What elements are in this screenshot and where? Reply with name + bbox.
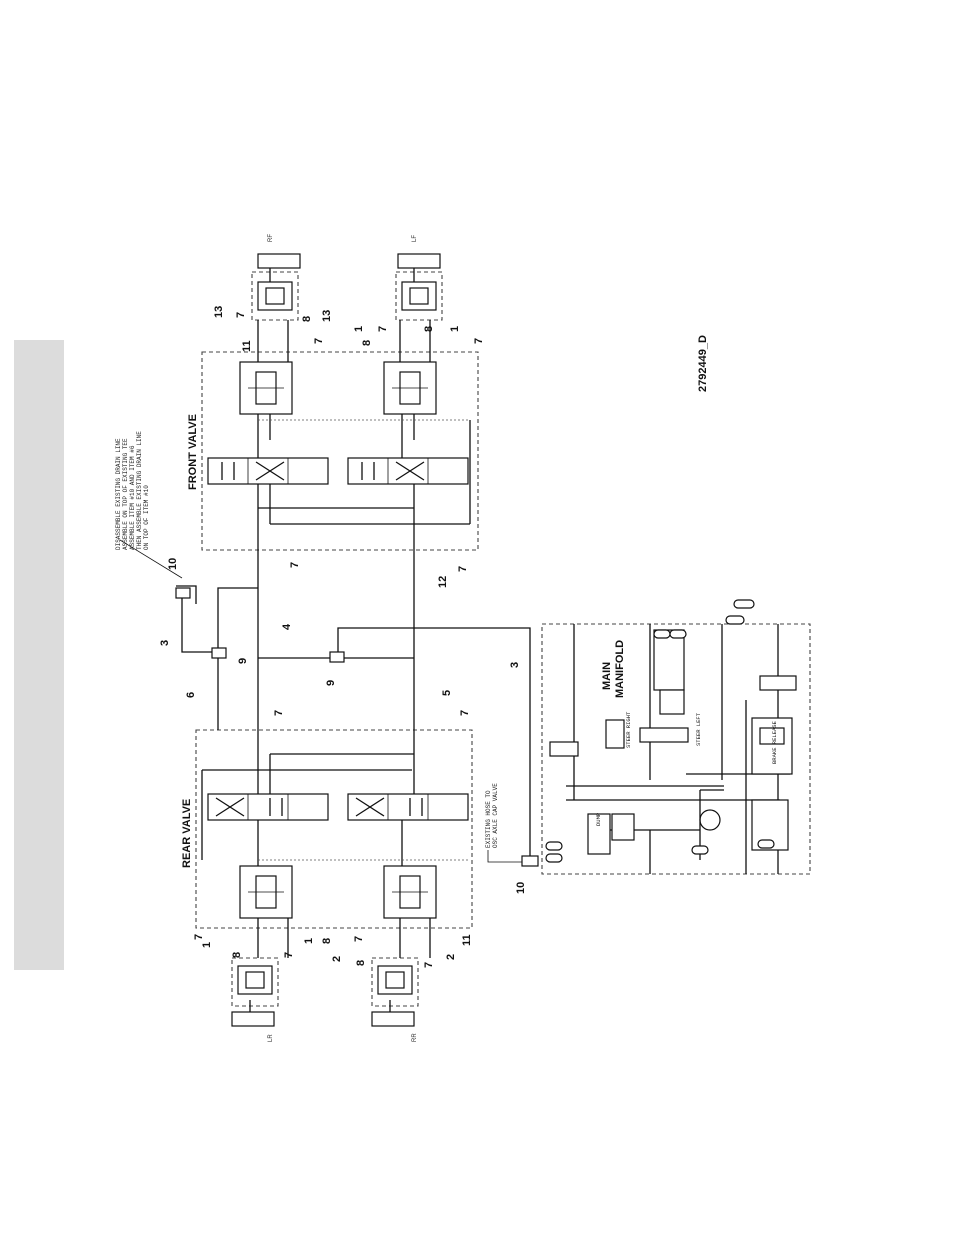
callout: 8: [355, 960, 367, 966]
drain-note-2: ASSEMBLE ON TOP OF EXISTING TEE: [122, 438, 129, 550]
callout: 7: [459, 710, 471, 716]
rf-label: RF: [268, 234, 274, 242]
hose-note: EXISTING HOSE TO OSC AXLE CAP VALVE: [485, 783, 499, 848]
callouts: 11 13 7 8 13 7 1 8 7 8 1 7 7 7 12 10 3 9…: [159, 306, 527, 968]
callout: 9: [237, 658, 249, 664]
hose-note-1: EXISTING HOSE TO: [485, 790, 492, 848]
lf-label: LF: [412, 235, 418, 242]
callout: 2: [331, 956, 343, 962]
callout: 9: [325, 680, 337, 686]
callout: 5: [441, 690, 453, 696]
dump-label: DUMP: [595, 813, 602, 826]
callout: 12: [437, 576, 449, 588]
callout: 8: [301, 316, 313, 322]
lr-label: LR: [268, 1034, 274, 1042]
callout: 8: [231, 952, 243, 958]
callout: 2: [445, 954, 457, 960]
callout: 6: [185, 692, 197, 698]
callout: 8: [321, 938, 333, 944]
main-manifold: MAIN MANIFOLD STEER RIGHT STEER LEFT BRA…: [541, 599, 811, 875]
front-valve: FRONT VALVE: [187, 351, 479, 551]
callout: 3: [509, 662, 521, 668]
callout: 13: [321, 310, 333, 322]
callout: 1: [303, 938, 315, 944]
drain-note-1: DISASSEMBLE EXISTING DRAIN LINE: [115, 438, 122, 550]
callout: 8: [361, 340, 373, 346]
drain-note-4: THEN ASSEMBLE EXISTING DRAIN LINE: [136, 431, 143, 550]
side-tab: [14, 340, 64, 970]
rear-valve: REAR VALVE: [181, 729, 473, 929]
rr-actuator: RR: [371, 928, 431, 1042]
callout: 11: [241, 340, 253, 352]
callout: 13: [213, 306, 225, 318]
callout: 7: [235, 312, 247, 318]
callout: 1: [201, 942, 213, 948]
hose-note-2: OSC AXLE CAP VALVE: [492, 783, 499, 848]
hose-routing: [119, 539, 539, 867]
callout: 7: [457, 566, 469, 572]
callout: 4: [281, 623, 293, 630]
rf-actuator: RF: [251, 234, 301, 352]
steer-right-label: STEER RIGHT: [625, 711, 632, 748]
main-manifold-label-2: MANIFOLD: [614, 640, 626, 698]
steer-left-label: STEER LEFT: [695, 712, 702, 746]
callout: 10: [167, 558, 179, 570]
callout: 7: [273, 710, 285, 716]
rear-valve-label: REAR VALVE: [181, 799, 193, 868]
callout: 7: [377, 326, 389, 332]
callout: 7: [353, 936, 365, 942]
drawing-number: 2792449_D: [697, 335, 709, 392]
drain-note-3: ASSEMBLE ITEM #10 AND ITEM #6: [129, 445, 136, 550]
callout: 8: [423, 326, 435, 332]
brake-release-label: BRAKE RELEASE: [771, 720, 778, 764]
callout: 7: [193, 934, 205, 940]
rr-label: RR: [412, 1033, 418, 1042]
callout: 7: [313, 338, 325, 344]
callout: 10: [515, 882, 527, 894]
callout: 1: [353, 326, 365, 332]
front-valve-label: FRONT VALVE: [187, 414, 199, 490]
callout: 7: [423, 962, 435, 968]
callout: 3: [159, 640, 171, 646]
drain-note: DISASSEMBLE EXISTING DRAIN LINE ASSEMBLE…: [115, 431, 150, 550]
callout: 11: [461, 934, 473, 946]
callout: 7: [289, 562, 301, 568]
lr-actuator: LR: [231, 928, 289, 1042]
drain-note-5: ON TOP OF ITEM #10: [143, 485, 150, 550]
callout: 7: [283, 952, 295, 958]
main-manifold-label-1: MAIN: [601, 662, 613, 690]
callout: 7: [473, 338, 485, 344]
lf-actuator: LF: [395, 235, 443, 352]
callout: 1: [449, 326, 461, 332]
